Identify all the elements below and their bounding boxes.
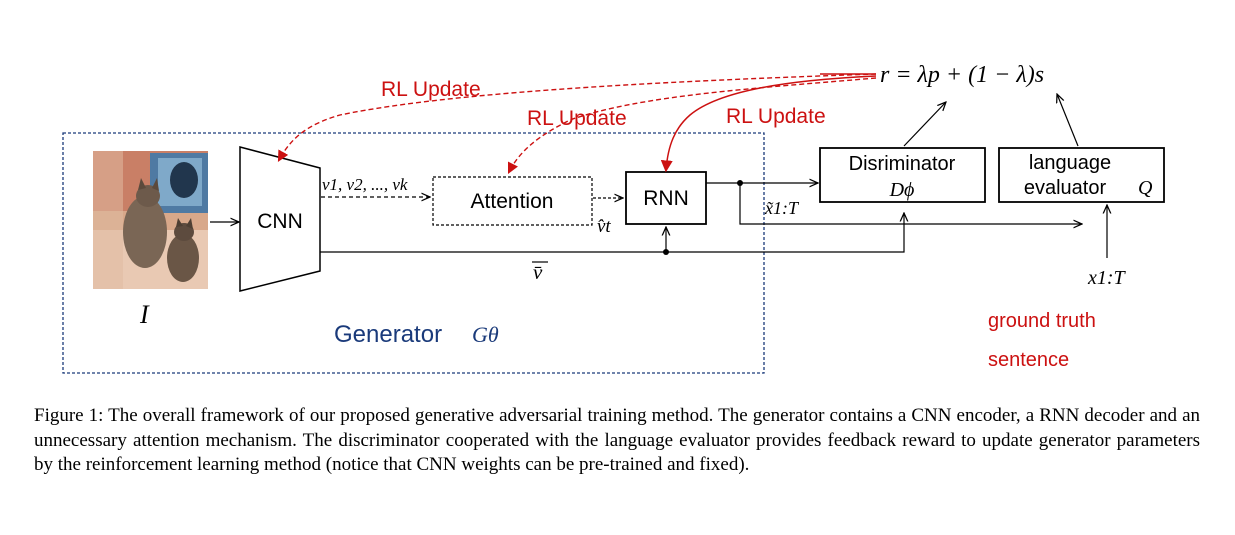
evaluator-block — [998, 147, 1165, 203]
rl-update-label-2: RL Update — [527, 107, 627, 130]
cnn-block — [239, 146, 321, 292]
context-vector-label: v̂t — [597, 216, 611, 237]
gt-line1: ground truth — [988, 310, 1096, 332]
figure-caption: Figure 1: The overall framework of our p… — [34, 405, 1200, 475]
generator-symbol: Gθ — [472, 322, 499, 347]
input-image — [93, 151, 208, 289]
discriminator-title: Disriminator — [849, 153, 956, 175]
evaluator-symbol: Q — [1138, 177, 1153, 199]
framework-diagram: I CNN v1, v2, ..., vk Attention v̂t RNN … — [62, 62, 1165, 374]
rl-update-curve-cnn — [277, 73, 877, 162]
image-label: I — [139, 300, 150, 329]
gt-seq-label: x1:T — [1087, 267, 1127, 289]
rl-update-label-3: RL Update — [726, 105, 826, 128]
mean-feature-line — [320, 213, 904, 253]
rl-update-curve-attention — [507, 77, 877, 175]
generator-box — [62, 132, 765, 374]
rl-update-label-1: RL Update — [381, 78, 481, 101]
gt-line2: sentence — [988, 349, 1069, 371]
attention-block — [432, 176, 593, 226]
discriminator-symbol: Dϕ — [889, 179, 915, 201]
features-label: v1, v2, ..., vk — [322, 175, 408, 194]
attention-label: Attention — [471, 190, 554, 213]
generator-label: Generator — [334, 321, 442, 348]
evaluator-line1: language — [1029, 152, 1111, 174]
rl-update-curve-rnn — [660, 75, 877, 173]
reward-formula: r = λp + (1 − λ)s — [880, 62, 1044, 88]
rnn-block — [625, 171, 707, 225]
generated-seq-label: x̃1:T — [764, 198, 800, 218]
discriminator-block — [819, 147, 986, 203]
evaluator-line2: evaluator — [1024, 177, 1107, 199]
cnn-label: CNN — [257, 210, 303, 233]
rnn-label: RNN — [643, 187, 689, 210]
mean-feature-label: v̄ — [533, 260, 543, 284]
